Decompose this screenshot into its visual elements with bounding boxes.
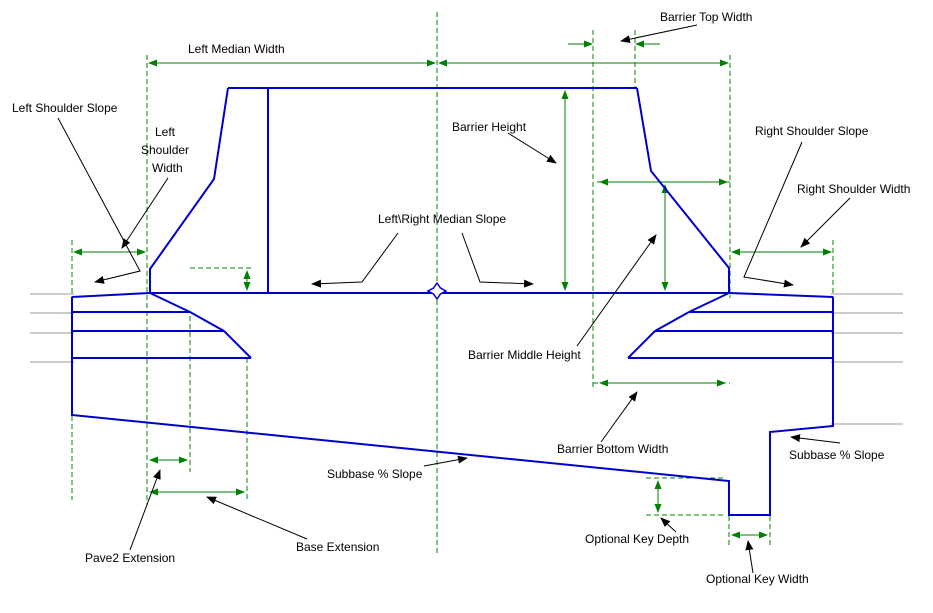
subbase-outline-with-key (71, 297, 834, 516)
label-right-shoulder-width: Right Shoulder Width (797, 182, 910, 196)
left-shoulder-surface (71, 292, 151, 298)
ground-layer-lines (30, 293, 903, 425)
template-cross-section (71, 87, 834, 516)
leader-subbase-slope-left (423, 455, 468, 467)
label-left-shoulder-slope: Left Shoulder Slope (12, 101, 118, 115)
label-median-slope: Left\Right Median Slope (378, 212, 506, 226)
leader-optional-key-width (745, 540, 754, 574)
leader-barrier-middle-height (576, 234, 657, 347)
leader-barrier-height (507, 132, 557, 164)
label-left-shoulder-width-1: Left (155, 125, 176, 139)
label-barrier-top-width: Barrier Top Width (660, 10, 752, 24)
leader-median-slope-left (311, 232, 399, 288)
barrier-right-face (636, 87, 730, 293)
right-pavement-layers (627, 292, 833, 359)
label-barrier-height: Barrier Height (452, 120, 527, 134)
leader-right-shoulder-slope (743, 141, 803, 288)
leader-subbase-slope-right (790, 434, 841, 444)
label-optional-key-depth: Optional Key Depth (585, 532, 689, 546)
label-subbase-slope-right: Subbase % Slope (789, 448, 885, 462)
label-left-shoulder-width-3: Width (152, 161, 183, 175)
label-optional-key-width: Optional Key Width (706, 572, 809, 586)
labels: Barrier Top Width Left Median Width Left… (12, 10, 910, 586)
label-left-shoulder-width-2: Shoulder (141, 143, 189, 157)
label-pave2-extension: Pave2 Extension (85, 551, 175, 565)
label-subbase-slope-left: Subbase % Slope (327, 467, 423, 481)
leader-arrows (57, 24, 851, 574)
left-pavement-layers (72, 292, 252, 359)
barrier-left-face (149, 87, 229, 293)
extension-lines (71, 12, 834, 556)
leader-optional-key-depth (660, 517, 677, 533)
dimension-lines (73, 40, 832, 539)
leader-left-shoulder-width (121, 177, 169, 249)
leader-pave2-extension (129, 469, 161, 551)
leader-median-slope-right (461, 232, 534, 288)
leader-barrier-top-width (620, 24, 698, 44)
label-barrier-bottom-width: Barrier Bottom Width (557, 442, 668, 456)
leader-right-shoulder-width (800, 197, 851, 248)
label-right-shoulder-slope: Right Shoulder Slope (755, 124, 869, 138)
leader-base-extension (206, 496, 308, 540)
right-shoulder-surface (728, 292, 834, 298)
leader-left-shoulder-slope (57, 117, 141, 284)
label-left-median-width: Left Median Width (188, 42, 285, 56)
label-barrier-middle-height: Barrier Middle Height (468, 348, 581, 362)
label-base-extension: Base Extension (296, 540, 379, 554)
leader-barrier-bottom-width (600, 391, 638, 443)
template-origin-marker (426, 281, 448, 301)
